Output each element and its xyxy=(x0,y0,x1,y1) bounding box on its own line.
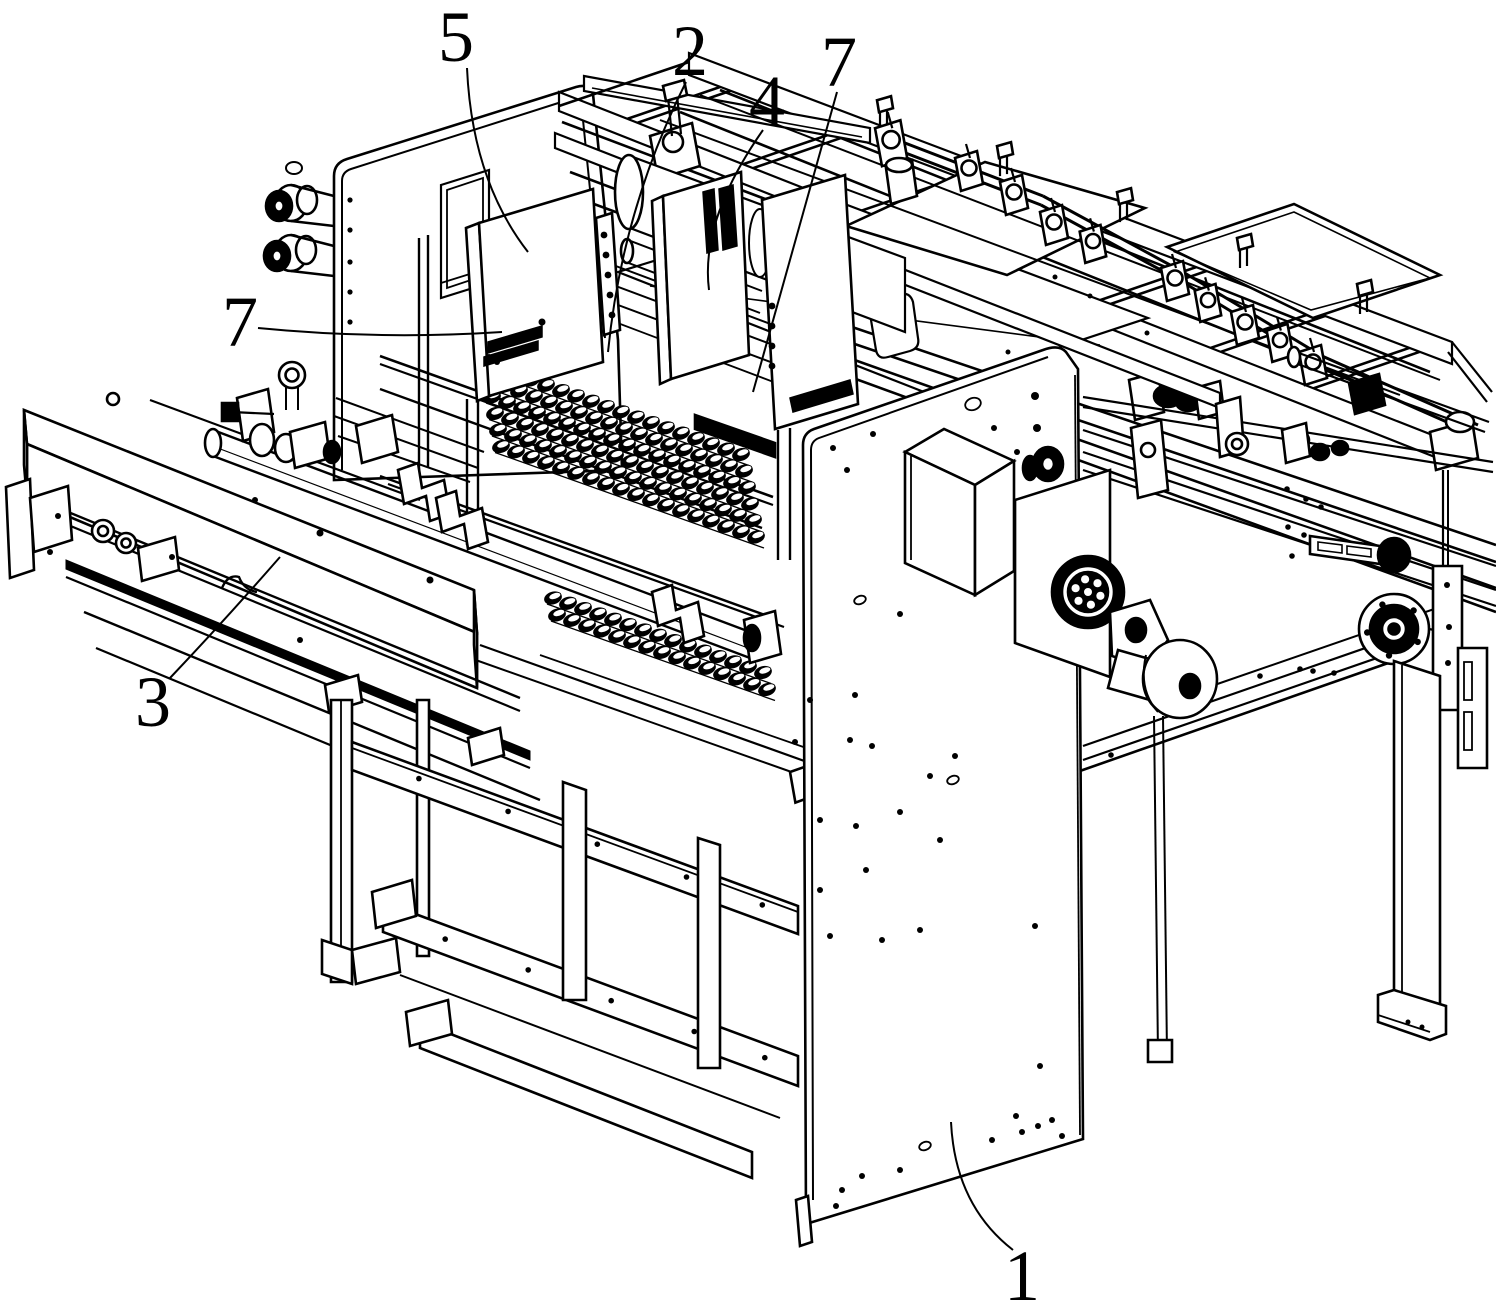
svg-text:7: 7 xyxy=(222,282,258,362)
svg-text:2: 2 xyxy=(672,11,708,91)
svg-text:7: 7 xyxy=(821,22,857,102)
svg-text:3: 3 xyxy=(135,662,171,742)
svg-text:1: 1 xyxy=(1004,1236,1040,1309)
svg-text:5: 5 xyxy=(438,0,474,77)
svg-text:4: 4 xyxy=(749,61,785,141)
